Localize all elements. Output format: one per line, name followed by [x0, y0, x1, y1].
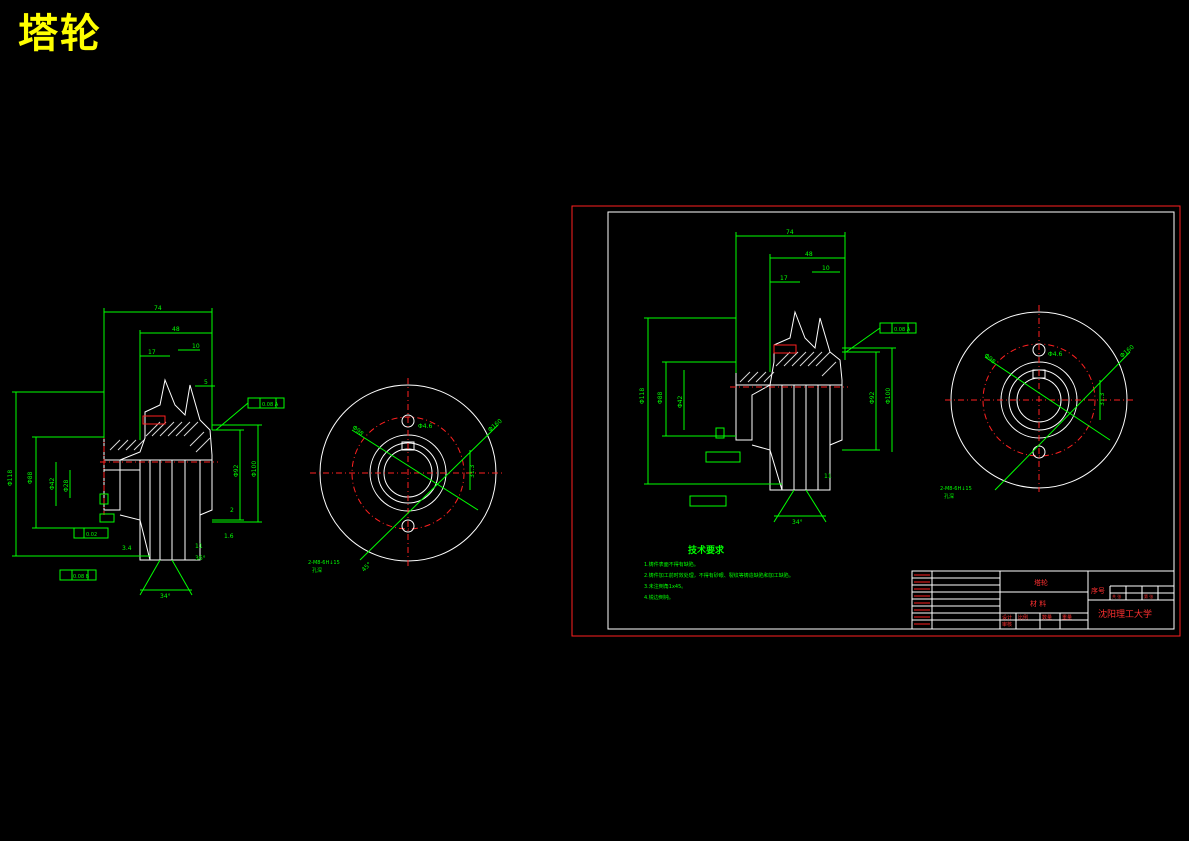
- left-section-view: 74 48 17 10 5 Φ118 Φ88 Φ42 Φ28 Φ92 Φ100: [7, 305, 285, 600]
- tech-req-2: 2.铸件加工前时效处理，不得有砂眼、裂纹等铸造缺陷和加工缺陷。: [644, 572, 794, 579]
- sheet-section-view: 74 48 17 10 Φ118 Φ88 Φ42 Φ92 Φ100: [639, 229, 917, 526]
- sheet-dim-d42: Φ42: [677, 395, 684, 408]
- tb-cell-2: 审核: [1002, 621, 1012, 628]
- sheet-dim-48: 48: [805, 251, 813, 258]
- sheet-dim-d118: Φ118: [639, 388, 646, 404]
- sheet-end-d160: Φ160: [1119, 344, 1136, 360]
- sheet-end-d46: Φ4.6: [1048, 351, 1062, 358]
- dim-10: 10: [192, 343, 200, 350]
- end-dim-d160: Φ160: [487, 418, 504, 434]
- sheet-groove-angle: 34°: [792, 519, 803, 526]
- tol-frame-1: 0.08 A: [262, 402, 279, 408]
- tech-req-3: 3.未注倒角1x45。: [644, 583, 686, 590]
- sheet-end-view: Φ98 Φ4.6 Φ160 31.3 2-M8-6H↓15 孔深: [940, 305, 1136, 500]
- tech-req-1: 1.铸件表面不得有缺陷。: [644, 561, 699, 568]
- sheet-dim-d92: Φ92: [869, 391, 876, 404]
- technical-requirements: 技术要求 1.铸件表面不得有缺陷。 2.铸件加工前时效处理，不得有砂眼、裂纹等铸…: [644, 544, 794, 601]
- dim-d100: Φ100: [251, 461, 258, 477]
- end-note-1: 2-M8-6H↓15: [308, 560, 340, 566]
- sheet-tol-frame: 0.08 A: [894, 327, 911, 333]
- end-angle: 45°: [360, 561, 372, 573]
- end-dim-31: 31.3: [469, 464, 476, 478]
- left-end-view: Φ98 Φ4.6 Φ160 31.3 2-M8-6H↓15 孔深 45°: [308, 378, 505, 574]
- tol-frame-2: 0.02: [86, 532, 97, 538]
- end-dim-d46: Φ4.6: [418, 423, 432, 430]
- tech-req-4: 4.锐边倒钝。: [644, 594, 674, 601]
- tb-cell-6: 共 张: [1112, 593, 1121, 599]
- sheet-end-31: 31.3: [1099, 392, 1106, 406]
- dim-overall: 74: [154, 305, 162, 312]
- dim-d42: Φ42: [49, 477, 56, 490]
- dim-d28: Φ28: [63, 479, 70, 492]
- sheet-dim-d100: Φ100: [885, 388, 892, 404]
- dim-17: 17: [148, 349, 156, 356]
- dim-d92: Φ92: [233, 464, 240, 477]
- dim-1-6: 1.6: [224, 533, 234, 540]
- title-block: 塔轮 材 料 序号 沈阳理工大学 设计 审核 比例 数量 重量 共 张 第 张: [911, 570, 1175, 630]
- tb-cell-1: 设计: [1002, 614, 1012, 621]
- dim-5: 5: [204, 379, 208, 386]
- tb-cell-3: 比例: [1018, 614, 1028, 621]
- drawing-title: 塔轮: [18, 11, 102, 57]
- tol-frame-3: 0.08 B: [73, 574, 90, 580]
- tb-school: 沈阳理工大学: [1098, 608, 1152, 620]
- dim-d118: Φ118: [7, 470, 14, 486]
- sheet-dim-17: 17: [780, 275, 788, 282]
- dim-2: 2: [230, 507, 234, 514]
- tb-cell-4: 数量: [1042, 614, 1052, 621]
- sheet-dim-overall: 74: [786, 229, 794, 236]
- drawing-sheet: 74 48 17 10 Φ118 Φ88 Φ42 Φ92 Φ100: [571, 205, 1181, 637]
- sheet-dim-10: 10: [822, 265, 830, 272]
- sheet-end-note-2: 孔深: [944, 493, 954, 500]
- tb-material: 材 料: [1030, 599, 1046, 608]
- sheet-dim-d88: Φ88: [657, 391, 664, 404]
- sheet-end-note-1: 2-M8-6H↓15: [940, 486, 972, 492]
- groove-angle-a: 34°: [160, 593, 171, 600]
- sheet-dim-11: 11: [824, 473, 832, 480]
- dim-d88: Φ88: [27, 471, 34, 484]
- tb-cell-5: 重量: [1062, 614, 1072, 621]
- tb-serial: 序号: [1091, 586, 1105, 595]
- dim-48: 48: [172, 326, 180, 333]
- dim-11: 11: [195, 543, 203, 550]
- dim-3-4: 3.4: [122, 545, 132, 552]
- end-dim-d98: Φ98: [351, 424, 365, 437]
- groove-angle-b: 36°: [195, 555, 206, 562]
- tb-part-name: 塔轮: [1034, 578, 1048, 587]
- tb-cell-7: 第 张: [1144, 593, 1153, 599]
- tech-req-title: 技术要求: [688, 544, 725, 556]
- end-note-2: 孔深: [312, 567, 322, 574]
